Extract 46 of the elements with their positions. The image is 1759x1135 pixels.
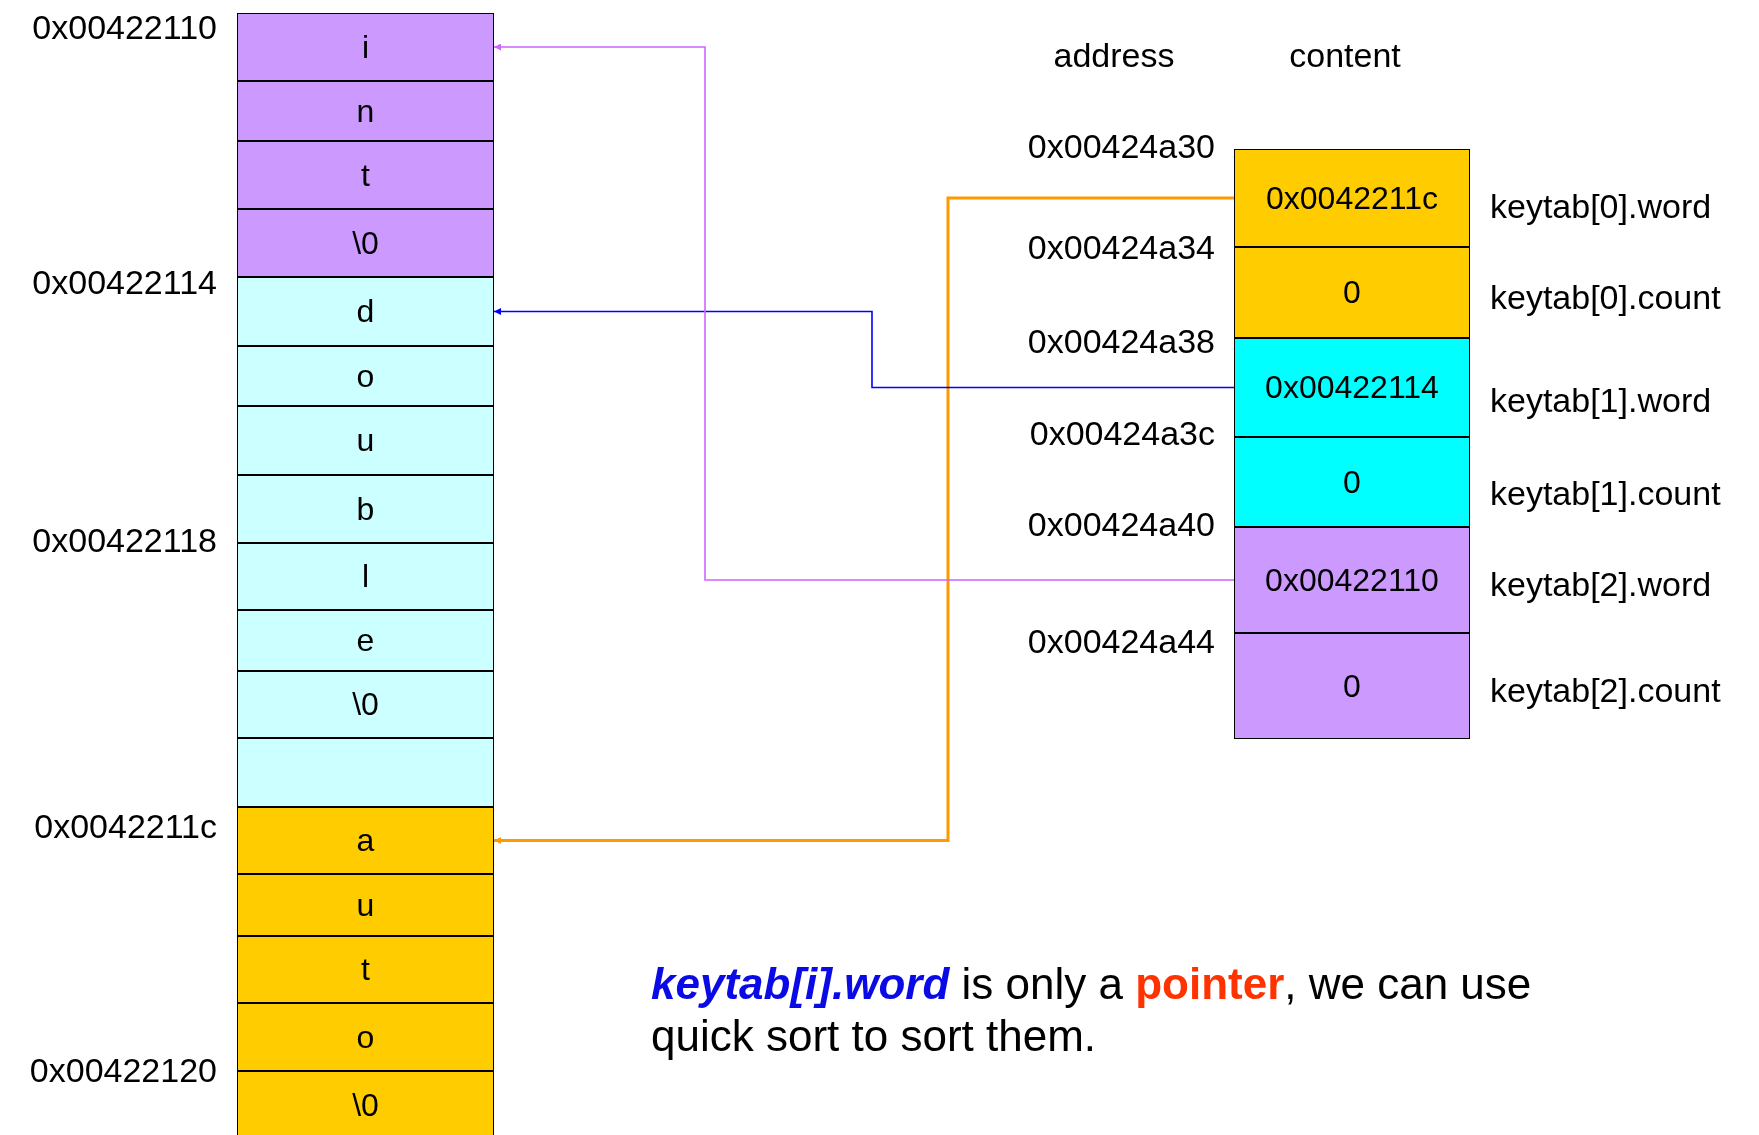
memory-cell: i — [237, 13, 494, 81]
memory-cell: t — [237, 936, 494, 1003]
memory-address: 0x00424a44 — [1027, 624, 1215, 658]
field-name: keytab[2].count — [1490, 673, 1721, 707]
pointer-arrow — [494, 196, 1234, 844]
field-name: keytab[0].count — [1490, 280, 1721, 314]
memory-cell: u — [237, 874, 494, 936]
memory-cell: b — [237, 475, 494, 543]
column-header: address — [1053, 38, 1175, 72]
memory-address: 0x00424a3c — [1029, 416, 1215, 450]
memory-cell: a — [237, 807, 494, 874]
memory-cell: 0 — [1234, 247, 1470, 338]
memory-cell — [237, 738, 494, 807]
field-name: keytab[2].word — [1490, 567, 1712, 601]
memory-cell: n — [237, 81, 494, 141]
memory-cell: \0 — [237, 1071, 494, 1135]
memory-cell: d — [237, 277, 494, 346]
memory-address: 0x00422114 — [32, 265, 217, 299]
memory-cell: o — [237, 1003, 494, 1071]
memory-cell: 0x0042211c — [1234, 149, 1470, 247]
memory-cell: e — [237, 610, 494, 671]
memory-address: 0x00424a34 — [1027, 230, 1215, 264]
pointer-arrow — [493, 43, 1235, 581]
memory-cell: 0x00422110 — [1234, 527, 1470, 633]
memory-address: 0x00424a30 — [1027, 129, 1215, 163]
field-name: keytab[1].word — [1490, 383, 1712, 417]
memory-cell: t — [237, 141, 494, 209]
memory-address: 0x00422120 — [29, 1053, 217, 1087]
memory-cell: \0 — [237, 671, 494, 738]
field-name: keytab[0].word — [1490, 189, 1712, 223]
memory-address: 0x00424a40 — [1027, 507, 1215, 541]
memory-cell: 0 — [1234, 437, 1470, 527]
field-name: keytab[1].count — [1490, 476, 1721, 510]
memory-cell: \0 — [237, 209, 494, 277]
pointer-arrow — [493, 308, 1235, 389]
memory-address: 0x00424a38 — [1027, 324, 1215, 358]
note-text: keytab[i].word is only a pointer, we can use quick sort to sort them. — [651, 958, 1533, 1062]
memory-cell: l — [237, 543, 494, 610]
memory-cell: u — [237, 406, 494, 475]
memory-cell: o — [237, 346, 494, 406]
memory-cell: 0 — [1234, 633, 1470, 739]
memory-address: 0x00422110 — [32, 10, 217, 44]
column-header: content — [1289, 38, 1401, 72]
memory-address: 0x0042211c — [34, 809, 217, 843]
memory-address: 0x00422118 — [32, 523, 217, 557]
memory-cell: 0x00422114 — [1234, 338, 1470, 437]
